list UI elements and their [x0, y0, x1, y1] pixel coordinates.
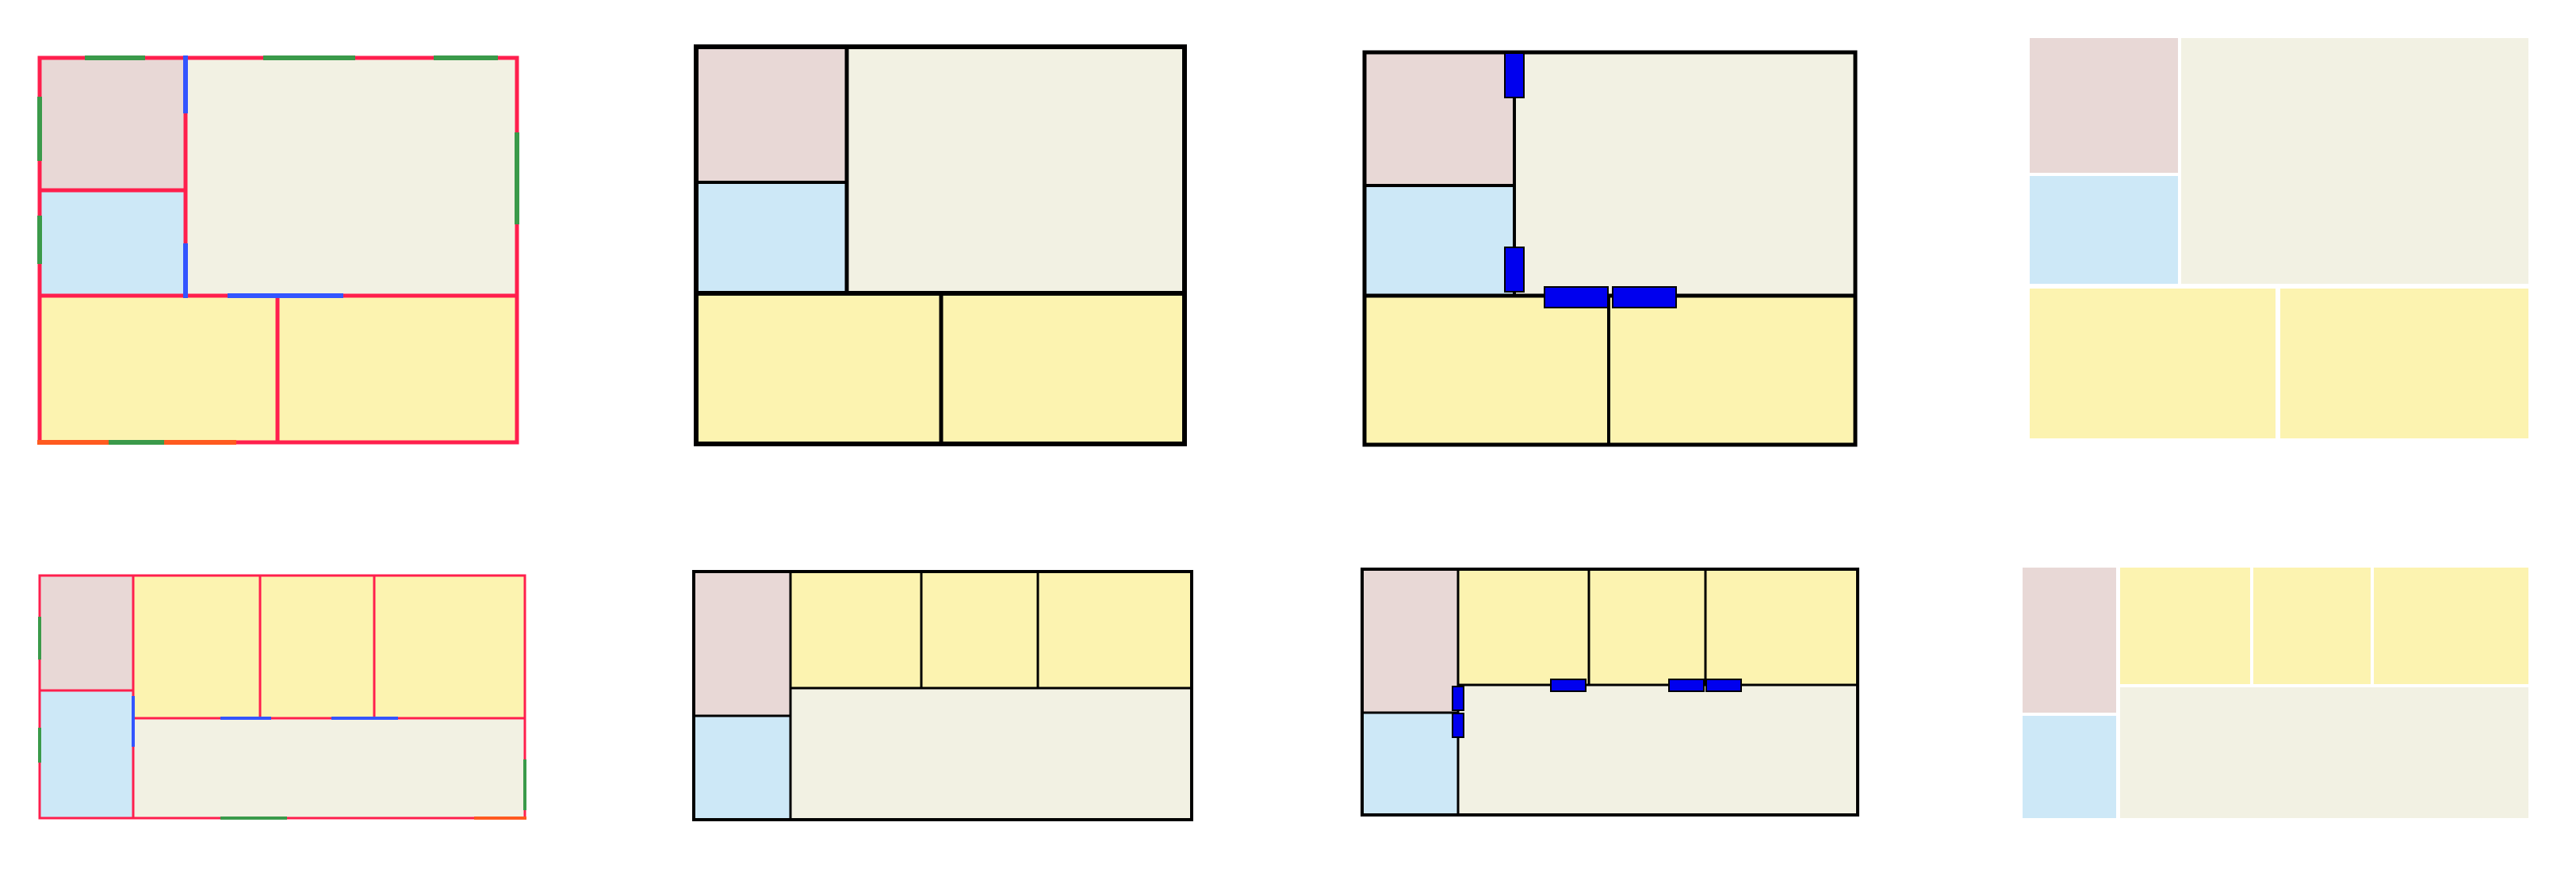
room-yellow: [1609, 296, 1855, 445]
room-beige: [1458, 685, 1858, 815]
layout-b-black-edge-doors: [1361, 568, 1859, 817]
door-marker: [1452, 713, 1464, 738]
room-blue: [696, 182, 847, 293]
room-blue: [2023, 716, 2116, 818]
door-marker: [1544, 286, 1609, 308]
room-beige: [1514, 52, 1855, 296]
room-yellow: [2120, 568, 2250, 684]
door-marker: [1668, 679, 1705, 692]
room-beige: [186, 58, 517, 296]
room-blue: [2030, 176, 2178, 284]
room-yellow: [374, 576, 525, 718]
room-blue: [694, 716, 790, 820]
room-yellow: [1589, 569, 1705, 685]
room-yellow: [2030, 289, 2276, 438]
layout-b-white-gaps: [2023, 568, 2528, 818]
room-beige: [790, 688, 1192, 820]
door-marker: [1612, 286, 1677, 308]
outer-wall: [1361, 568, 1859, 817]
room-yellow: [790, 572, 921, 688]
room-pink: [40, 576, 133, 690]
room-yellow: [2253, 568, 2371, 684]
door-marker: [1504, 52, 1525, 98]
room-yellow: [1458, 569, 1589, 685]
room-blue: [1362, 713, 1458, 815]
room-yellow: [133, 576, 260, 718]
room-yellow: [1365, 296, 1609, 445]
room-yellow: [2374, 568, 2528, 684]
room-pink: [2023, 568, 2116, 713]
room-beige: [847, 47, 1185, 293]
layout-b-black-edge: [692, 570, 1193, 821]
room-pink: [40, 58, 186, 190]
room-pink: [1365, 52, 1514, 185]
layout-a-black-edge: [694, 44, 1187, 446]
room-yellow: [941, 293, 1185, 444]
door-marker: [1550, 679, 1587, 692]
room-blue: [40, 190, 186, 296]
room-blue: [1365, 185, 1514, 296]
room-pink: [694, 572, 790, 716]
layout-a-white-gaps: [2030, 38, 2528, 438]
room-yellow: [40, 296, 278, 442]
room-yellow: [260, 576, 374, 718]
layout-a-black-edge-doors: [1362, 50, 1858, 447]
room-beige: [133, 718, 525, 818]
room-pink: [696, 47, 847, 182]
room-yellow: [696, 293, 941, 444]
door-marker: [1452, 686, 1464, 711]
layout-b-colored-edge: [38, 574, 526, 820]
room-blue: [40, 690, 133, 818]
room-pink: [2030, 38, 2178, 173]
room-yellow: [278, 296, 517, 442]
room-beige: [2120, 687, 2528, 818]
room-beige: [2181, 38, 2528, 284]
room-yellow: [1038, 572, 1192, 688]
room-yellow: [1705, 569, 1858, 685]
door-marker: [1504, 247, 1525, 293]
door-marker: [1705, 679, 1742, 692]
outer-wall: [692, 570, 1193, 821]
room-yellow: [2280, 289, 2528, 438]
layout-a-colored-edge: [37, 55, 519, 445]
room-yellow: [921, 572, 1038, 688]
room-pink: [1362, 569, 1458, 713]
